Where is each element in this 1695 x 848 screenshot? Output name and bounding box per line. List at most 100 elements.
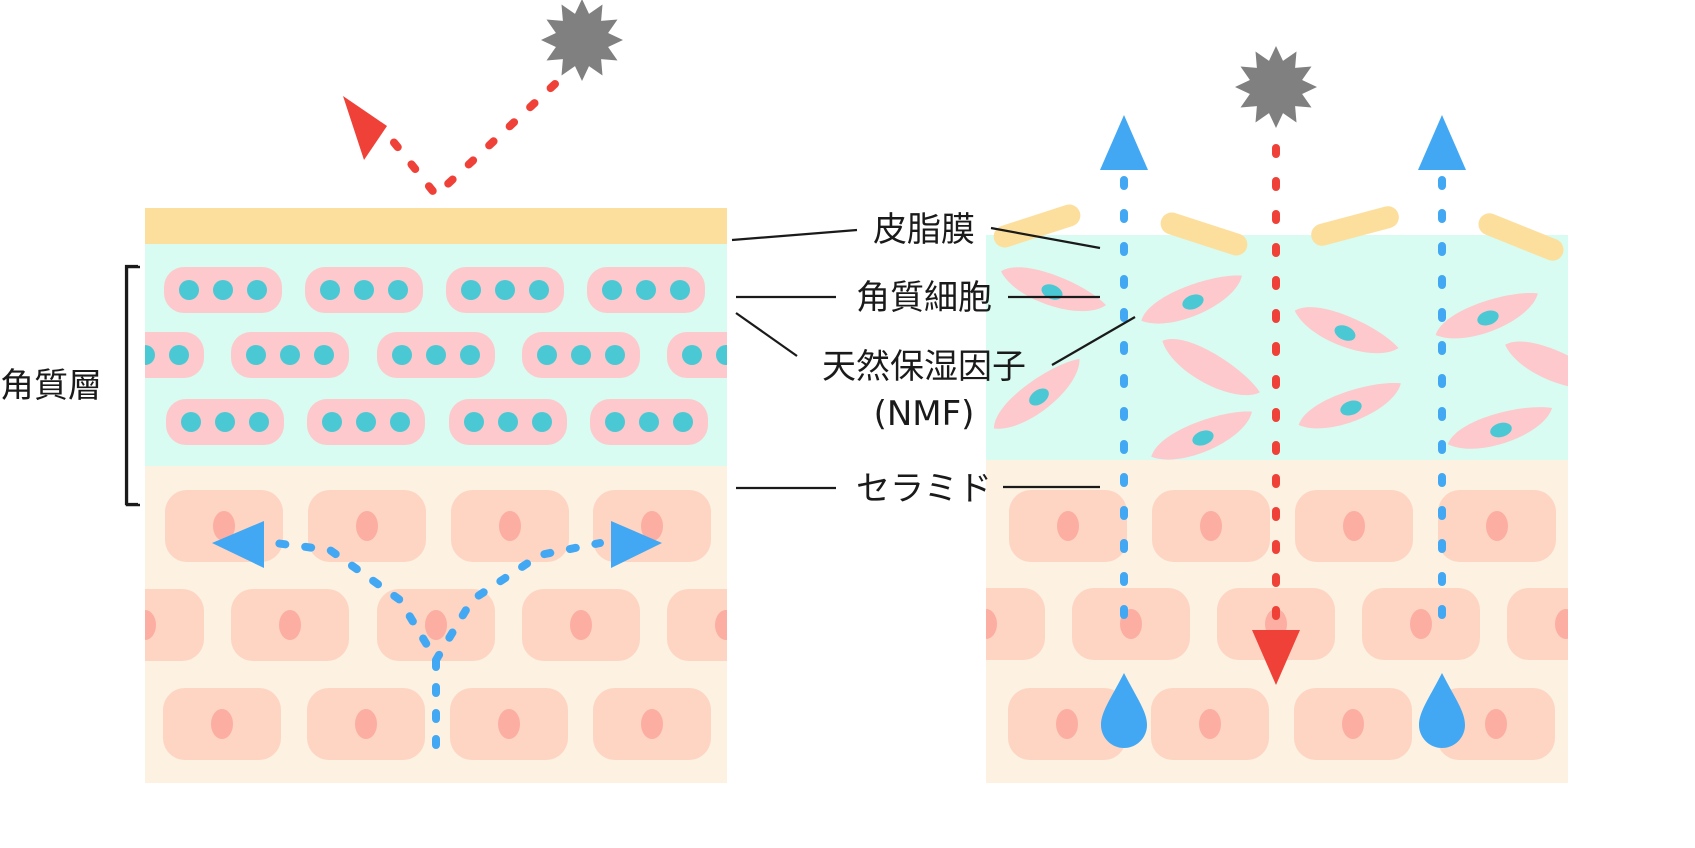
nmf-dot xyxy=(605,412,625,432)
epidermal-cell xyxy=(1072,588,1190,660)
nmf-dot xyxy=(464,412,484,432)
left-irritant-reflection xyxy=(343,0,623,201)
corneocyte-cell xyxy=(1001,267,1106,312)
cell-nucleus xyxy=(570,610,592,640)
sebum-fragment xyxy=(1160,212,1248,256)
cell-nucleus xyxy=(499,511,521,541)
corneocyte-cell xyxy=(446,267,564,313)
right-panel-damaged-skin xyxy=(986,204,1568,783)
nmf-dot xyxy=(247,280,267,300)
cell-nucleus xyxy=(1200,511,1222,541)
epidermal-cell xyxy=(1009,490,1127,562)
sebum-leader-right xyxy=(990,226,1101,250)
epidermal-cell xyxy=(1294,688,1412,760)
corneocyte-cell xyxy=(166,399,284,445)
nmf-dot xyxy=(498,412,518,432)
down-arrowhead-icon xyxy=(1252,630,1300,685)
corneocyte-cell xyxy=(101,332,204,378)
corneocyte-body xyxy=(1505,341,1568,389)
corneocyte-body xyxy=(1162,339,1260,396)
cell-nucleus xyxy=(213,511,235,541)
nmf-dot xyxy=(1340,400,1362,416)
epidermal-cell xyxy=(1152,490,1270,562)
corneocyte-cell xyxy=(1505,341,1568,389)
cell-nucleus xyxy=(1056,709,1078,739)
nmf-dot xyxy=(1192,430,1214,446)
nmf-dot xyxy=(639,412,659,432)
irritant-path-dashed xyxy=(388,80,559,201)
corneocyte-cell xyxy=(377,332,495,378)
cell-nucleus xyxy=(356,511,378,541)
cell-nucleus xyxy=(279,610,301,640)
epidermal-cell xyxy=(145,589,204,661)
cell-nucleus xyxy=(1410,609,1432,639)
corneocyte-cell xyxy=(1294,307,1399,354)
nmf-dot xyxy=(1029,388,1049,406)
nmf-dot xyxy=(750,345,770,365)
nmf-dot xyxy=(636,280,656,300)
reflected-arrowhead-icon xyxy=(343,96,387,160)
cell-nucleus xyxy=(355,709,377,739)
sebum-film-label: 皮脂膜 xyxy=(873,210,975,250)
water-drop-icon xyxy=(1101,673,1147,748)
nmf-dot xyxy=(181,412,201,432)
nmf-dot xyxy=(322,412,342,432)
corneocyte-cell xyxy=(1298,382,1401,429)
nmf-dot xyxy=(495,280,515,300)
epidermal-cell xyxy=(307,688,425,760)
stratum-corneum-label: 角質層 xyxy=(0,366,102,406)
corneocyte-cell xyxy=(667,332,770,378)
nmf-dot xyxy=(1490,422,1512,438)
epidermal-cell-body xyxy=(145,589,204,661)
corneocyte-cell xyxy=(164,267,282,313)
epidermal-cell xyxy=(451,490,569,562)
nmf-dot xyxy=(388,280,408,300)
epidermal-cell xyxy=(231,589,349,661)
epidermal-cell xyxy=(308,490,426,562)
nmf-dot xyxy=(246,345,266,365)
epidermal-cell-body xyxy=(986,588,1045,660)
water-path-dashed xyxy=(271,539,440,749)
epidermal-cell xyxy=(1295,490,1413,562)
left-water-retained-arrows xyxy=(212,521,662,749)
nmf-dot xyxy=(356,412,376,432)
epidermal-cell xyxy=(450,688,568,760)
right-scattered-corneocytes xyxy=(993,267,1568,460)
nmf-dot xyxy=(101,345,121,365)
corneocyte-cell xyxy=(1447,407,1553,449)
nmf-dot xyxy=(461,280,481,300)
nmf-dot xyxy=(213,280,233,300)
corneocyte-cell xyxy=(1435,292,1538,339)
nmf-dot xyxy=(529,280,549,300)
epidermal-cell xyxy=(1507,588,1568,660)
up-arrowhead-icon xyxy=(1418,115,1466,170)
corneocyte-cell xyxy=(522,332,640,378)
nmf-dot xyxy=(215,412,235,432)
stratum-corneum-bracket xyxy=(124,264,140,507)
nmf-dot xyxy=(426,345,446,365)
corneocyte-cell xyxy=(305,267,423,313)
nmf-dot xyxy=(1041,284,1063,300)
epidermal-cell xyxy=(667,589,727,661)
corneocyte-cell xyxy=(449,399,567,445)
sebum-leader-left xyxy=(731,228,858,242)
nmf-dot xyxy=(320,280,340,300)
cell-nucleus xyxy=(641,511,663,541)
cell-nucleus xyxy=(211,709,233,739)
epidermal-cell xyxy=(1151,688,1269,760)
corneocyte-cell xyxy=(231,332,349,378)
ceramide-label: セラミド xyxy=(856,469,992,509)
epidermal-cell xyxy=(1438,490,1556,562)
up-arrowhead-icon xyxy=(1100,115,1148,170)
right-arrowhead-icon xyxy=(611,521,662,568)
nmf-dot xyxy=(280,345,300,365)
epidermal-cell xyxy=(986,588,1045,660)
nmf-dot xyxy=(532,412,552,432)
cell-nucleus xyxy=(715,610,727,640)
left-panel-healthy-skin xyxy=(101,208,770,783)
cell-nucleus xyxy=(145,610,156,640)
nmf-label: 天然保湿因子 xyxy=(822,347,1026,387)
nmf-dot xyxy=(1477,310,1499,326)
nmf-dot xyxy=(169,345,189,365)
nmf-dot xyxy=(460,345,480,365)
